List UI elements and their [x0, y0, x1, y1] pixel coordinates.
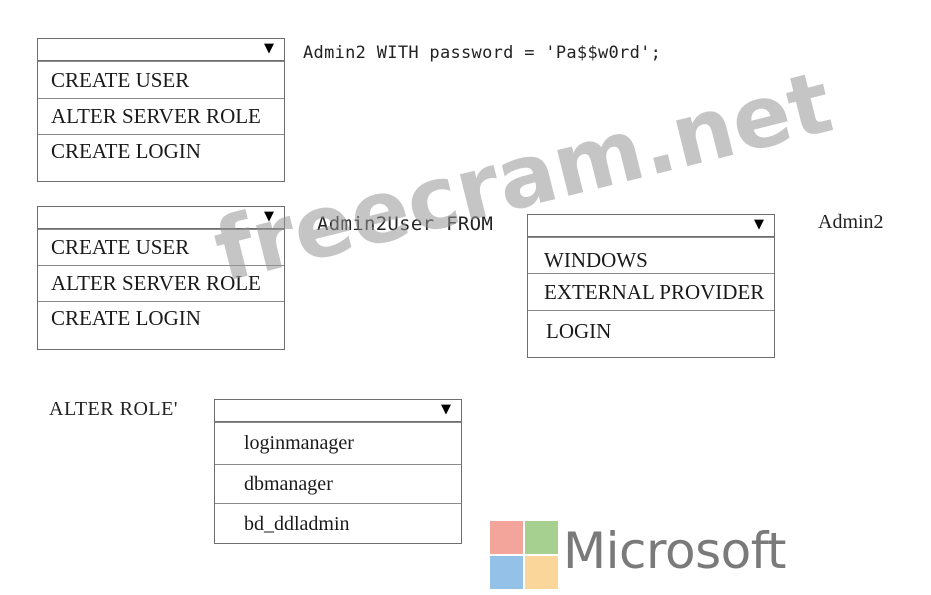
dropdown-4[interactable]: ▼ loginmanager dbmanager bd_ddladmin	[214, 399, 462, 544]
dropdown-3-header[interactable]: ▼	[528, 215, 774, 237]
statement-2-text: Admin2User FROM	[317, 213, 494, 235]
logo-square-green	[525, 521, 558, 554]
dropdown-4-option-dbmanager[interactable]: dbmanager	[215, 464, 461, 503]
dropdown-2-option-alter-server-role[interactable]: ALTER SERVER ROLE	[38, 265, 284, 301]
logo-square-yellow	[525, 556, 558, 589]
dropdown-2-option-create-user[interactable]: CREATE USER	[38, 229, 284, 265]
dropdown-1-header[interactable]: ▼	[38, 39, 284, 61]
logo-square-red	[490, 521, 523, 554]
dropdown-arrow-icon[interactable]: ▼	[754, 217, 764, 232]
dropdown-3[interactable]: ▼ WINDOWS EXTERNAL PROVIDER LOGIN	[527, 214, 775, 358]
dropdown-2-header[interactable]: ▼	[38, 207, 284, 229]
dropdown-4-option-bd-ddladmin[interactable]: bd_ddladmin	[215, 503, 461, 544]
statement-1-text: Admin2 WITH password = 'Pa$$w0rd';	[303, 43, 662, 63]
dropdown-3-option-login[interactable]: LOGIN	[528, 310, 774, 351]
logo-square-blue	[490, 556, 523, 589]
dropdown-arrow-icon[interactable]: ▼	[441, 402, 451, 417]
dropdown-arrow-icon[interactable]: ▼	[264, 209, 274, 224]
microsoft-logo-icon	[490, 521, 558, 589]
dropdown-1-option-alter-server-role[interactable]: ALTER SERVER ROLE	[38, 98, 284, 134]
dropdown-1-option-create-login[interactable]: CREATE LOGIN	[38, 134, 284, 168]
dropdown-4-option-loginmanager[interactable]: loginmanager	[215, 422, 461, 464]
dropdown-2-option-create-login[interactable]: CREATE LOGIN	[38, 301, 284, 337]
dropdown-arrow-icon[interactable]: ▼	[264, 41, 274, 56]
dropdown-1-option-create-user[interactable]: CREATE USER	[38, 61, 284, 98]
statement-3-text: Admin2	[818, 211, 884, 233]
statement-4-text: ALTER ROLE'	[49, 398, 178, 420]
dropdown-3-option-external-provider[interactable]: EXTERNAL PROVIDER	[528, 273, 774, 310]
dropdown-4-header[interactable]: ▼	[215, 400, 461, 422]
dropdown-2[interactable]: ▼ CREATE USER ALTER SERVER ROLE CREATE L…	[37, 206, 285, 350]
dropdown-3-option-windows[interactable]: WINDOWS	[528, 237, 774, 273]
microsoft-logo-text: Microsoft	[563, 522, 787, 580]
dropdown-1[interactable]: ▼ CREATE USER ALTER SERVER ROLE CREATE L…	[37, 38, 285, 182]
